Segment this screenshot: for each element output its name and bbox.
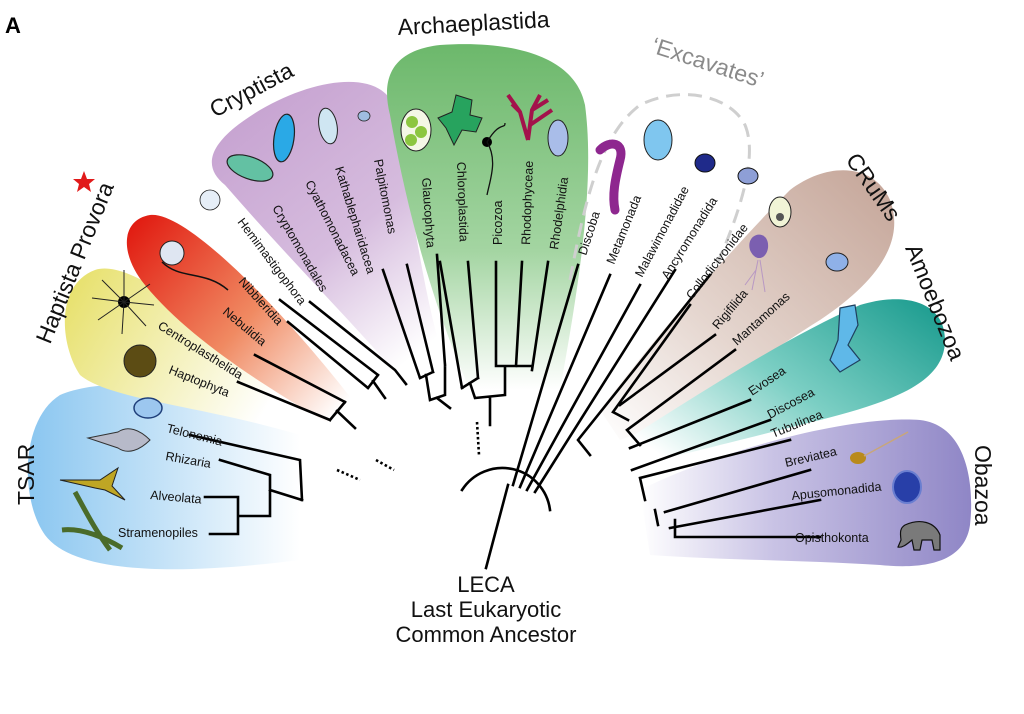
rhodelphidia-icon (547, 119, 569, 157)
discoba-icon (595, 139, 626, 215)
cryptista-bubble (211, 81, 455, 401)
ancyromonadida-icon (737, 167, 759, 185)
stramenopiles-icon (61, 490, 124, 552)
tsar-bubble (27, 384, 300, 570)
tip-label-picozoa: Picozoa (491, 200, 505, 245)
cryptomonadales-icon (226, 154, 274, 182)
group-label-tsar: TSAR (13, 444, 39, 505)
tip-label-stramenopiles: Stramenopiles (118, 526, 198, 540)
nibbleridia-flagellum (161, 261, 229, 291)
amoebozoa-bubble (610, 299, 945, 470)
discosea-icon (829, 304, 861, 373)
root-label-line2: Last Eukaryotic (411, 597, 561, 622)
picozoa-flagellum (486, 122, 506, 196)
breviatea-flagellum (863, 431, 909, 457)
tip-label-glaucophyta: Glaucophyta (419, 177, 438, 248)
breviatea-icon (850, 452, 866, 464)
mantamonas-icon (825, 252, 849, 272)
malawimonadidae-icon (694, 153, 716, 173)
organism-icons (59, 93, 941, 552)
glaucophyta-plastid (415, 126, 427, 138)
kathablepharidacea-icon (318, 107, 338, 145)
crums-bubble (600, 170, 895, 440)
haptista-bubble (64, 268, 310, 435)
collodictyonidae-nucleus (776, 213, 784, 221)
tip-label-opisthokonta: Opisthokonta (795, 531, 869, 545)
glaucophyta-plastid (405, 134, 417, 146)
opisthokonta-icon (897, 521, 941, 551)
collodictyonidae-icon (768, 196, 792, 228)
tip-label-rhodophyceae: Rhodophyceae (519, 161, 536, 246)
root-label-leca: LECA (457, 572, 515, 597)
tip-label-chloroplastida: Chloroplastida (454, 162, 471, 242)
cyathomonadacea-icon (272, 113, 296, 163)
obazoa-bubble (640, 419, 972, 567)
rhizaria-icon (86, 428, 151, 452)
group-label-archaeplastida: Archaeplastida (397, 6, 551, 40)
apusomonadida-icon (892, 470, 922, 504)
nibbleridia-icon (159, 240, 185, 266)
centroplasthelida-spines (91, 270, 155, 335)
tree-branches (188, 253, 822, 570)
provora-bubble (126, 214, 360, 430)
rigifilida-filaments (744, 259, 766, 293)
group-label-excavates: ‘Excavates’ (648, 32, 767, 93)
hemimastigophora-icon (199, 189, 221, 211)
alveolata-icon (59, 466, 126, 501)
palpitomonas-icon (357, 110, 371, 122)
metamonada-icon (643, 119, 673, 161)
panel-label: A (5, 13, 21, 38)
excavates-outline (568, 93, 751, 301)
telonemia-icon (133, 397, 163, 419)
glaucophyta-plastid (406, 116, 418, 128)
group-label-obazoa: Obazoa (970, 445, 996, 526)
chloroplastida-icon (437, 94, 483, 147)
haptophyta-icon (123, 344, 157, 378)
archaeplastida-bubble (387, 44, 589, 391)
rigifilida-icon (749, 234, 769, 259)
root-label-line3: Common Ancestor (396, 622, 577, 647)
star-icon (73, 171, 95, 192)
tip-label-alveolata: Alveolata (150, 488, 202, 506)
rhodophyceae-icon (506, 93, 554, 141)
